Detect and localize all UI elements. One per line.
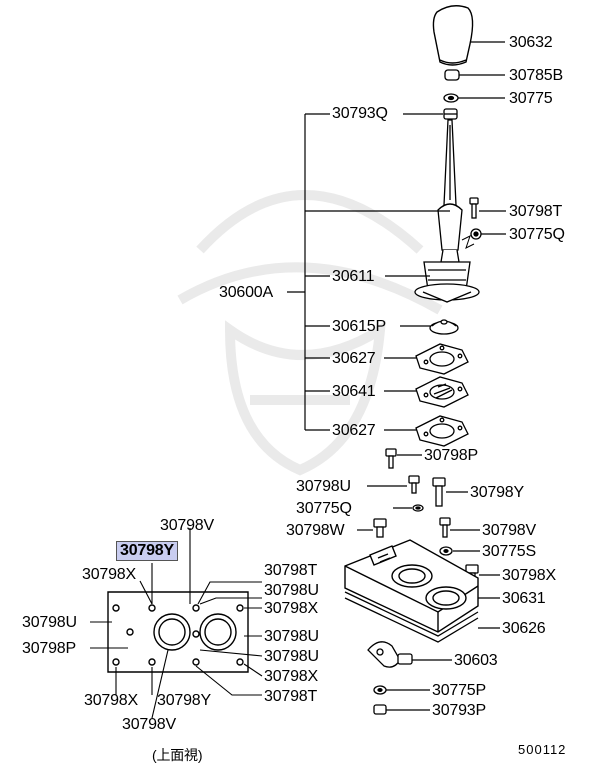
samurai-helmet-watermark <box>177 190 443 476</box>
top-view-caption: (上面視) <box>152 747 203 763</box>
part-30798W-label[interactable]: 30798W <box>286 522 345 539</box>
gasket-30798T-right-top-label[interactable]: 30798T <box>264 562 318 579</box>
part-30631-label[interactable]: 30631 <box>502 590 546 607</box>
part-30798V-label[interactable]: 30798V <box>482 522 536 539</box>
shift-arm-icon <box>367 641 413 668</box>
part-30600A-label[interactable]: 30600A <box>219 284 273 301</box>
washer-s-icon <box>439 546 453 556</box>
part-30603-label[interactable]: 30603 <box>454 652 498 669</box>
part-30615P-label[interactable]: 30615P <box>332 318 386 335</box>
part-30611-label[interactable]: 30611 <box>332 268 375 285</box>
part-30627-lower-label[interactable]: 30627 <box>332 422 376 439</box>
nut-icon <box>443 93 459 103</box>
nut-p-icon <box>373 685 387 695</box>
part-30793P-label[interactable]: 30793P <box>432 702 486 719</box>
part-30775P-label[interactable]: 30775P <box>432 682 486 699</box>
bolt-y-icon <box>432 477 446 507</box>
gasket-30798X-top-left-label[interactable]: 30798X <box>82 566 136 583</box>
nut-793p-icon <box>373 704 387 715</box>
gasket-30798V-bottom-label[interactable]: 30798V <box>122 716 176 733</box>
part-30798T-top-label[interactable]: 30798T <box>509 203 563 220</box>
gasket-icon <box>415 343 469 375</box>
part-30626-label[interactable]: 30626 <box>502 620 546 637</box>
gasket-30798U-right-3-label[interactable]: 30798U <box>264 648 319 665</box>
gasket-30798X-right-2-label[interactable]: 30798X <box>264 668 318 685</box>
bolt-w-icon <box>373 518 387 538</box>
gasket-30798T-right-bottom-label[interactable]: 30798T <box>264 688 318 705</box>
top-view-gasket-icon <box>107 591 249 673</box>
plate-icon <box>415 376 469 408</box>
housing-icon <box>344 539 479 633</box>
part-30798Y-label[interactable]: 30798Y <box>470 484 524 501</box>
gasket-30798U-left-label[interactable]: 30798U <box>22 614 77 631</box>
part-30798P-label[interactable]: 30798P <box>424 447 478 464</box>
gasket-30798Y-bottom-label[interactable]: 30798Y <box>157 692 211 709</box>
gasket-30798X-bottom-left-label[interactable]: 30798X <box>84 692 138 709</box>
boot-icon <box>429 319 459 335</box>
diagram-id: 500112 <box>518 742 567 757</box>
part-30793Q-label[interactable]: 30793Q <box>332 105 388 122</box>
part-30775-label[interactable]: 30775 <box>509 90 553 107</box>
gasket-30798U-right-2-label[interactable]: 30798U <box>264 628 319 645</box>
bolt-u-icon <box>408 475 420 494</box>
part-30785B-label[interactable]: 30785B <box>509 67 563 84</box>
shift-lever-icon <box>414 119 480 303</box>
washer-icon <box>470 228 482 240</box>
gasket-30798V-top-label[interactable]: 30798V <box>160 517 214 534</box>
part-30798U-label[interactable]: 30798U <box>296 478 351 495</box>
gasket-30798X-right-1-label[interactable]: 30798X <box>264 600 318 617</box>
bushing-icon <box>444 69 460 81</box>
gasket-30798P-left-label[interactable]: 30798P <box>22 640 76 657</box>
gasket-30798U-right-1-label[interactable]: 30798U <box>264 582 319 599</box>
part-30641-label[interactable]: 30641 <box>332 383 376 400</box>
bolt-v-icon <box>439 517 451 538</box>
shift-knob-icon <box>432 5 474 66</box>
part-30798X-label[interactable]: 30798X <box>502 567 556 584</box>
housing-gasket-icon <box>344 591 479 643</box>
nut-q-icon <box>443 108 458 120</box>
part-30775Q-label[interactable]: 30775Q <box>296 500 352 517</box>
gasket-lower-icon <box>415 415 469 447</box>
gasket-30798Y-highlighted-label[interactable]: 30798Y <box>116 541 178 561</box>
part-30627-label[interactable]: 30627 <box>332 350 376 367</box>
washer-q-icon <box>412 504 424 512</box>
part-30775S-label[interactable]: 30775S <box>482 543 536 560</box>
bolt-p-icon <box>385 448 397 469</box>
part-30632-label[interactable]: 30632 <box>509 34 553 51</box>
part-30775Q-top-label[interactable]: 30775Q <box>509 226 565 243</box>
bolt-icon <box>469 197 479 219</box>
